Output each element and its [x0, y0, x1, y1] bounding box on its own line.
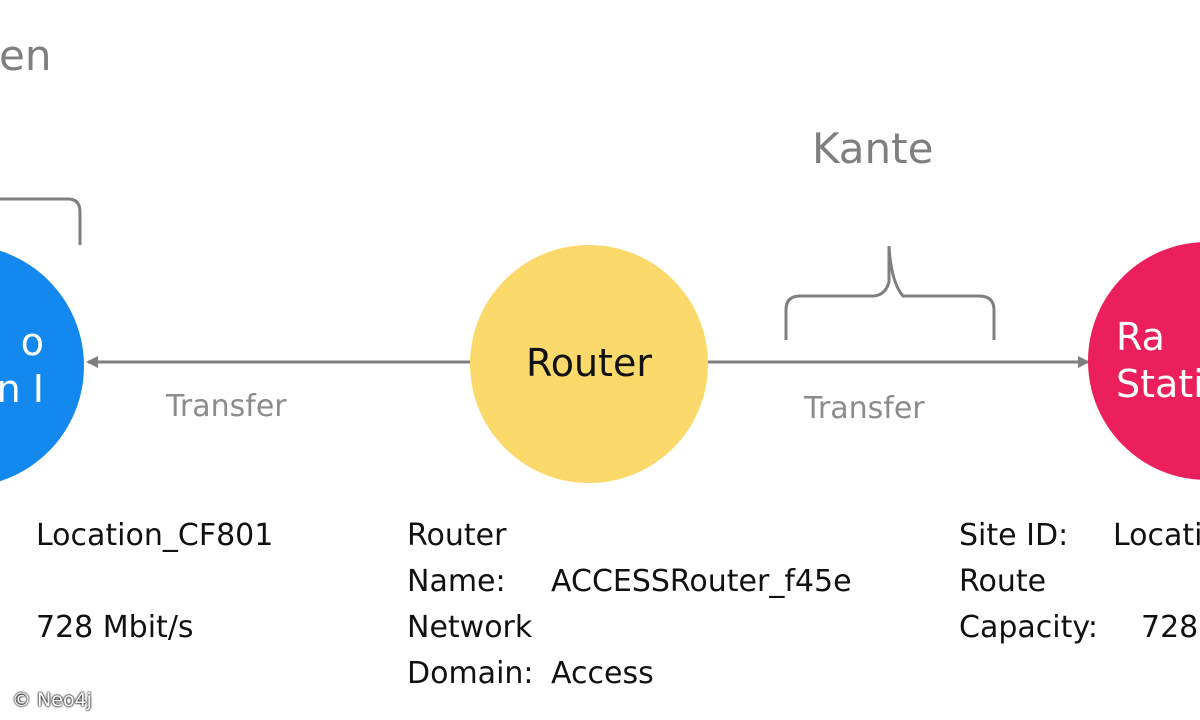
copyright-label: © Neo4j	[12, 689, 92, 711]
right-node[interactable]: Ra Stati	[1088, 242, 1200, 480]
right-property-value3: 728	[1141, 610, 1199, 645]
left-node-label: o n I	[0, 319, 44, 412]
center-property-label2: Name:	[407, 564, 506, 599]
right-property-label3: Capacity:	[959, 610, 1099, 645]
center-property-value4: Access	[551, 656, 654, 691]
right-edge-label: Transfer	[804, 391, 925, 426]
kante-heading: Kante	[812, 124, 934, 173]
center-property-label1: Router	[407, 518, 507, 553]
right-property-label1: Site ID:	[959, 518, 1069, 553]
router-node[interactable]: Router	[470, 245, 708, 483]
left-heading: en	[0, 31, 52, 80]
left-property-line2: 728 Mbit/s	[36, 610, 194, 645]
right-property-label2: Route	[959, 564, 1047, 599]
center-property-label3: Network	[407, 610, 533, 645]
left-brace	[0, 197, 82, 245]
right-property-value1: Locati	[1113, 518, 1200, 553]
kante-brace	[784, 245, 996, 340]
left-property-line1: Location_CF801	[36, 518, 274, 553]
center-property-value2: ACCESSRouter_f45e	[551, 564, 852, 599]
right-node-label: Ra Stati	[1116, 314, 1200, 407]
router-node-label: Router	[526, 341, 652, 386]
center-property-label4: Domain:	[407, 656, 534, 691]
left-edge-label: Transfer	[166, 389, 287, 424]
